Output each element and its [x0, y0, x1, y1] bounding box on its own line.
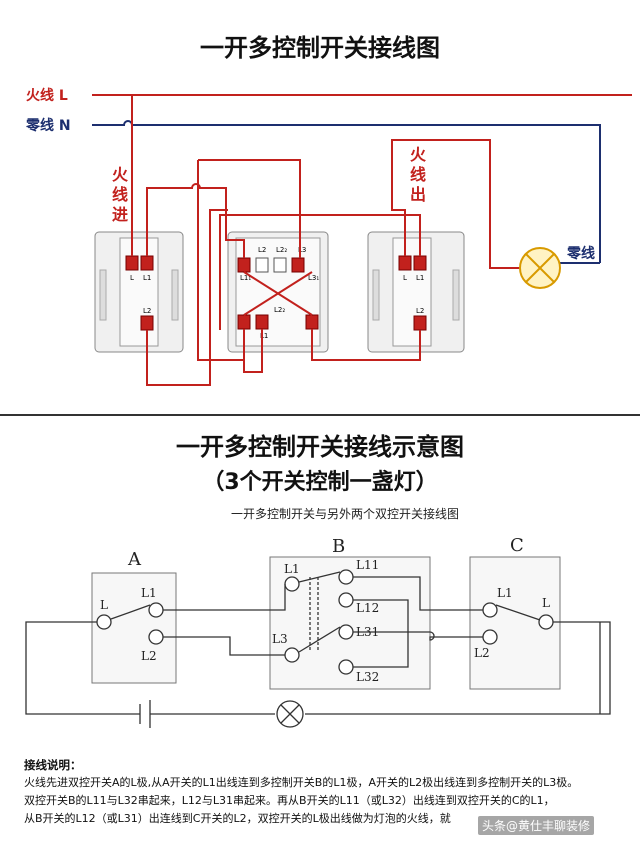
- live-out-3: 出: [410, 185, 426, 204]
- label-A: A: [127, 549, 142, 570]
- b-L31: L31: [356, 625, 379, 639]
- live-out-2: 线: [410, 165, 426, 184]
- live-in-2: 线: [112, 185, 128, 204]
- b-L12: L12: [356, 601, 379, 615]
- wiring-notes: 接线说明： 火线先进双控开关A的L极,从A开关的L1出线连到多控制开关B的L1极…: [24, 756, 634, 828]
- a-L2: L2: [141, 649, 157, 663]
- c-L2: L2: [474, 646, 490, 660]
- label-B: B: [332, 536, 345, 557]
- notes-line-1: 火线先进双控开关A的L极,从A开关的L1出线连到多控制开关B的L1极，A开关的L…: [24, 776, 579, 789]
- top-wiring-svg: 一开多控制开关接线图 火线 L 零线 N L L1 L2: [25, 34, 632, 386]
- schematic-lamp-icon: [276, 700, 304, 728]
- bottom-schematic: 一开多控制开关接线示意图 （3个开关控制一盏灯） 一开多控制开关与另外两个双控开…: [0, 417, 640, 845]
- b-L11: L11: [356, 558, 379, 572]
- live-label: 火线 L: [26, 87, 68, 104]
- notes-line-3: 从B开关的L12（或L31）出连线到C开关的L2，双控开关的L极出线做为灯泡的火…: [24, 812, 451, 825]
- label-C: C: [510, 535, 524, 556]
- c-L: L: [542, 596, 550, 610]
- sw2-l2c: L2₂: [274, 306, 285, 314]
- bottom-title: 一开多控制开关接线示意图: [176, 433, 464, 461]
- sw3-l1: L1: [416, 274, 424, 282]
- live-in-3: 进: [112, 205, 128, 224]
- top-wiring-diagram: 一开多控制开关接线图 火线 L 零线 N L L1 L2: [0, 0, 640, 415]
- sw2-l2: L2: [258, 246, 266, 254]
- neutral-label: 零线 N: [25, 117, 71, 134]
- bottom-subtitle: （3个开关控制一盏灯）: [202, 469, 437, 495]
- sw2-l1b: L1: [260, 332, 268, 340]
- sw3-l2: L2: [416, 307, 424, 315]
- live-in-1: 火: [112, 165, 129, 184]
- sw1-l1: L1: [143, 274, 151, 282]
- sw2-l1: L1₁: [240, 274, 251, 282]
- b-L32: L32: [356, 670, 379, 684]
- top-title: 一开多控制开关接线图: [200, 34, 440, 62]
- b-L1: L1: [284, 562, 300, 576]
- lamp-neutral-label: 零线: [566, 245, 595, 262]
- bottom-schematic-svg: 一开多控制开关接线示意图 （3个开关控制一盏灯） 一开多控制开关与另外两个双控开…: [25, 433, 611, 728]
- c-L1: L1: [497, 586, 513, 600]
- sw2-l3: L3: [298, 246, 306, 254]
- sw1-l2: L2: [143, 307, 151, 315]
- switch-plate-3: L L1 L2: [367, 231, 465, 353]
- switch-plate-1: L L1 L2: [94, 231, 184, 353]
- sw1-l: L: [130, 274, 134, 282]
- live-line: 火线 L: [26, 87, 632, 104]
- sw3-l: L: [403, 274, 407, 282]
- section-divider: [0, 414, 640, 416]
- bottom-caption: 一开多控制开关与另外两个双控开关接线图: [231, 506, 459, 521]
- watermark: 头条@黄仕丰聊装修: [478, 816, 595, 835]
- lamp-icon: [519, 247, 600, 289]
- sw2-l2b: L2₂: [276, 246, 287, 254]
- a-L: L: [100, 598, 108, 612]
- sw2-l3b: L3₁: [308, 274, 319, 282]
- notes-line-2: 双控开关B的L11与L32串起来，L12与L31串起来。再从B开关的L11（或L…: [24, 794, 555, 807]
- a-L1: L1: [141, 586, 157, 600]
- live-out-1: 火: [410, 145, 427, 164]
- switch-plate-2: L2 L2₂ L3 L1₁ L3₁ L2₂ L1: [227, 231, 329, 353]
- notes-heading: 接线说明：: [24, 758, 82, 772]
- red-wiring: [131, 95, 520, 386]
- b-L3: L3: [272, 632, 288, 646]
